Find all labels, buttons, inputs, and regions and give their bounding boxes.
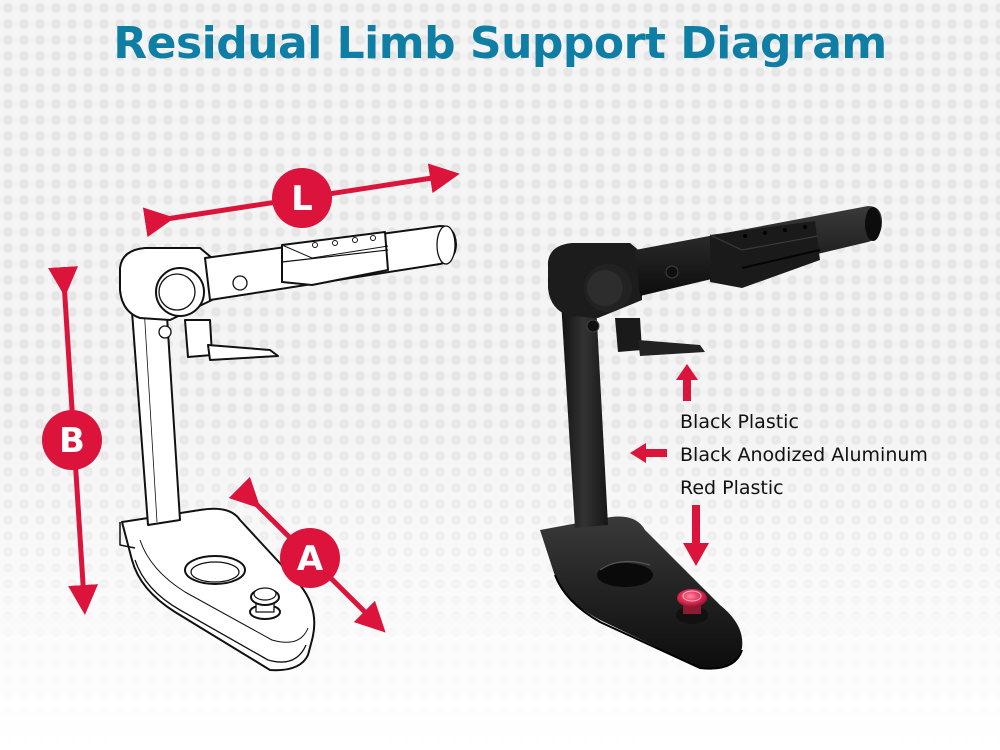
material-arrows bbox=[630, 364, 709, 566]
badge-l-label: L bbox=[291, 179, 313, 219]
badge-a bbox=[280, 528, 340, 588]
arrow-up-black-plastic bbox=[676, 364, 698, 401]
page-title: Residual Limb Support Diagram bbox=[113, 18, 887, 69]
material-label-red-plastic: Red Plastic bbox=[680, 477, 784, 499]
badge-l bbox=[272, 168, 332, 228]
dimension-badges bbox=[42, 168, 340, 588]
material-label-black-anodized-aluminum: Black Anodized Aluminum bbox=[680, 444, 928, 466]
material-label-black-plastic: Black Plastic bbox=[680, 411, 799, 433]
line-drawing-product bbox=[119, 225, 457, 672]
badge-a-label: A bbox=[297, 539, 324, 579]
badge-b bbox=[42, 410, 102, 470]
arrow-down-red-plastic bbox=[683, 505, 709, 566]
rendered-product bbox=[540, 206, 882, 670]
badge-b-label: B bbox=[59, 421, 85, 461]
arrow-left-aluminum bbox=[630, 443, 667, 463]
